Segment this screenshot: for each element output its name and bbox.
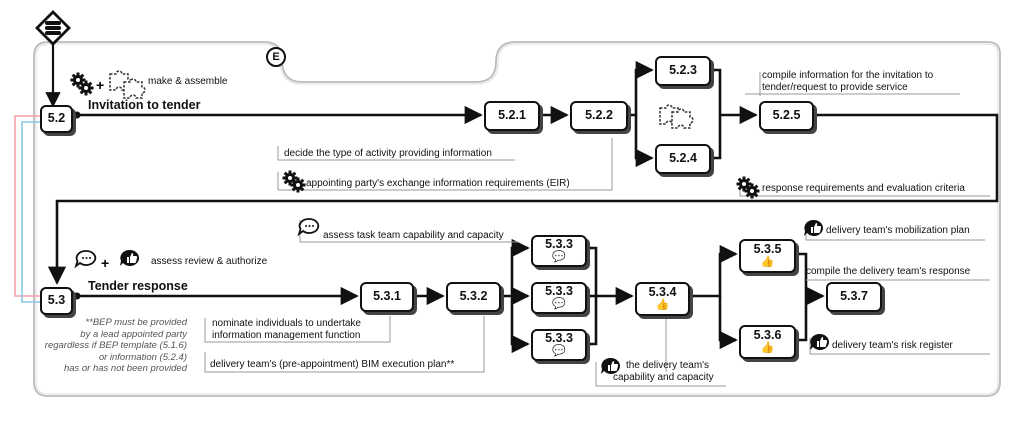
gears-icon-small [77,79,95,97]
thumbs-up-icon: 👍 [760,342,775,355]
step-5-2-5[interactable]: 5.2.5 [759,101,814,131]
authorize-thumb-icon [120,249,140,266]
lane-container [33,41,1001,397]
step-5-3-2[interactable]: 5.3.2 [446,282,501,312]
step-5-2-3[interactable]: 5.2.3 [655,56,711,86]
risk-register-label: delivery team's risk register [832,340,953,351]
bubble-icon: 💬 [552,298,566,311]
eir-label: appointing party's exchange information … [306,178,570,189]
bep-label: delivery team's (pre-appointment) BIM ex… [210,359,455,370]
step-5-3-1[interactable]: 5.3.1 [360,282,414,312]
assess-bubble-icon [298,218,320,235]
bubble-icon: 💬 [552,345,566,358]
tender-heading: Tender response [88,279,188,293]
nominate-label-2: information management function [212,330,361,341]
nominate-label-1: nominate individuals to undertake [212,318,361,329]
step-5-2-4[interactable]: 5.2.4 [655,144,711,174]
step-5-2-1[interactable]: 5.2.1 [484,101,540,131]
make-assemble-label: make & assemble [148,76,228,87]
svg-text:+: + [101,255,109,271]
step-5-3-3-b[interactable]: 5.3.3💬 [531,282,587,314]
step-5-2[interactable]: 5.2 [40,105,73,133]
svg-text:+: + [96,77,104,93]
risk-thumb-icon [810,333,830,350]
step-5-3-5[interactable]: 5.3.5👍 [739,239,796,273]
capability-label-1: the delivery team's [626,360,710,371]
mobilization-thumb-icon [804,219,824,236]
response-requirements-label: response requirements and evaluation cri… [762,183,965,194]
assess-review-label: assess review & authorize [151,256,268,267]
thumbs-up-icon: 👍 [655,299,670,312]
start-database-icon [35,10,71,46]
review-bubble-icon [75,250,97,267]
compile-invitation-label-1: compile information for the invitation t… [762,70,934,81]
decide-label: decide the type of activity providing in… [284,148,492,159]
section-badge: E [266,47,286,67]
step-5-3-6[interactable]: 5.3.6👍 [739,325,796,359]
compile-response-label: compile the delivery team's response [806,266,971,277]
mobilization-label: delivery team's mobilization plan [826,225,970,236]
step-5-3[interactable]: 5.3 [40,287,73,315]
thumbs-up-icon: 👍 [760,256,775,269]
step-5-3-3-c[interactable]: 5.3.3💬 [531,329,587,361]
compile-invitation-label-2: tender/request to provide service [762,82,908,93]
bep-note: **BEP must be provided by a lead appoint… [44,317,187,375]
step-5-3-3-a[interactable]: 5.3.3💬 [531,235,587,267]
step-5-2-2[interactable]: 5.2.2 [570,101,628,131]
step-5-3-4[interactable]: 5.3.4👍 [635,282,690,316]
bubble-icon: 💬 [552,251,566,264]
invitation-heading: Invitation to tender [88,98,201,112]
step-5-3-7[interactable]: 5.3.7 [826,282,882,312]
capability-label-2: capability and capacity [613,372,714,383]
assess-task-label: assess task team capability and capacity [323,230,504,241]
